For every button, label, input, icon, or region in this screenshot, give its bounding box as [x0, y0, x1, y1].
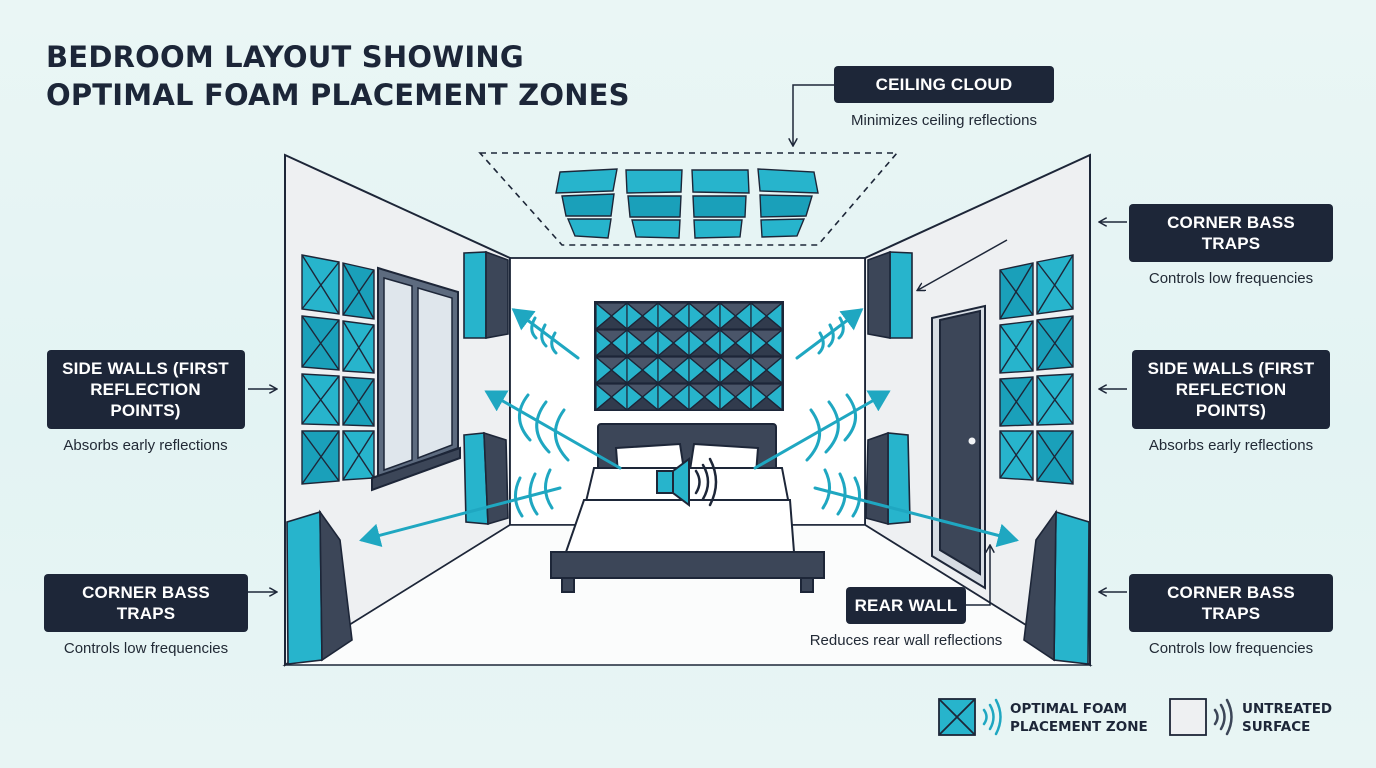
corner-bass-traps-left-label: CORNER BASS TRAPS: [44, 574, 248, 632]
legend-swatch-untreated: [1169, 698, 1233, 736]
callout-ceiling-cloud: CEILING CLOUD Minimizes ceiling reflecti…: [834, 66, 1054, 129]
right-corner-bass-traps: [865, 250, 1090, 665]
bed-frame: [550, 551, 825, 579]
corner-bass-traps-top-right-label: CORNER BASS TRAPS: [1129, 204, 1333, 262]
ceiling-cloud-label: CEILING CLOUD: [834, 66, 1054, 103]
legend-swatch-treated: [938, 698, 1002, 736]
left-foam-row-1: [301, 254, 375, 320]
pointer-rear-wall: [965, 546, 990, 606]
right-wall-foam-panels: [999, 254, 1074, 485]
callout-rear-wall: REAR WALL Reduces rear wall reflections: [800, 587, 1012, 649]
side-walls-right-description: Absorbs early reflections: [1148, 437, 1314, 454]
ceiling-cloud-dashed-outline: [478, 152, 899, 246]
legend-untreated-line-2: SURFACE: [1242, 719, 1311, 735]
legend-treated-line-2: PLACEMENT ZONE: [1010, 719, 1148, 735]
left-corner-bass-traps: [286, 250, 509, 665]
callout-side-walls-left: SIDE WALLS (FIRST REFLECTION POINTS) Abs…: [44, 350, 247, 454]
rear-wall-label: REAR WALL: [845, 587, 967, 624]
callout-side-walls-right: SIDE WALLS (FIRST REFLECTION POINTS) Abs…: [1129, 350, 1333, 454]
corner-bass-traps-left-description: Controls low frequencies: [63, 640, 229, 657]
ceiling-panel-1: [555, 168, 618, 239]
callout-corner-bass-traps-right: CORNER BASS TRAPS Controls low frequenci…: [1129, 574, 1333, 657]
back-wall-tiles: [594, 302, 783, 411]
right-foam-row-3: [999, 373, 1074, 427]
left-foam-row-4: [301, 430, 375, 485]
side-walls-left-description: Absorbs early reflections: [63, 437, 228, 454]
legend-treated-label: OPTIMAL FOAM PLACEMENT ZONE: [1010, 700, 1148, 736]
sound-wave-arrow-icon: [813, 468, 1019, 548]
right-foam-row-4: [999, 430, 1074, 485]
legend-untreated-line-1: UNTREATED: [1242, 701, 1333, 717]
title-line-1: BEDROOM LAYOUT SHOWING: [46, 40, 524, 74]
right-foam-row-1: [999, 254, 1074, 320]
speaker-icon: [656, 457, 718, 507]
ceiling-foam-panels: [555, 168, 819, 239]
sound-wave-arrow-icon: [511, 308, 580, 360]
corner-bass-traps-right-description: Controls low frequencies: [1148, 640, 1314, 657]
window-icon: [371, 266, 461, 492]
callout-pointers: [248, 84, 1127, 606]
door-icon: [931, 304, 986, 590]
callout-corner-bass-traps-left: CORNER BASS TRAPS Controls low frequenci…: [44, 574, 248, 657]
pointer-corner-top-right-diag: [918, 239, 1008, 290]
sound-wave-arrow-icon: [753, 390, 891, 470]
back-wall-foam-grid: [594, 301, 784, 411]
left-foam-row-2: [301, 315, 375, 374]
bass-trap-right-floor: [1053, 510, 1090, 665]
callout-corner-bass-traps-top-right: CORNER BASS TRAPS Controls low frequenci…: [1129, 204, 1333, 287]
sound-wave-arrow-icon: [359, 468, 562, 548]
title-line-2: OPTIMAL FOAM PLACEMENT ZONES: [46, 78, 630, 112]
rear-wall-description: Reduces rear wall reflections: [809, 632, 1003, 649]
ceiling-panel-2: [625, 169, 683, 239]
door-knob: [968, 437, 976, 445]
legend-treated-line-1: OPTIMAL FOAM: [1010, 701, 1128, 717]
sound-wave-arrow-icon: [795, 308, 864, 360]
sound-wave-arrows: [359, 308, 1019, 548]
page-title: BEDROOM LAYOUT SHOWING OPTIMAL FOAM PLAC…: [46, 38, 630, 114]
ceiling-panel-3: [691, 169, 750, 239]
pointer-ceiling-cloud: [793, 84, 834, 145]
ceiling-panel-4: [757, 168, 819, 238]
corner-bass-traps-top-right-description: Controls low frequencies: [1148, 270, 1314, 287]
ceiling-cloud-description: Minimizes ceiling reflections: [851, 112, 1037, 129]
legend-untreated-label: UNTREATED SURFACE: [1242, 700, 1332, 736]
bass-trap-right-top: [889, 251, 913, 339]
side-walls-left-label: SIDE WALLS (FIRST REFLECTION POINTS): [46, 350, 245, 429]
bed-blanket: [564, 499, 796, 553]
bass-trap-left-top: [463, 251, 487, 339]
corner-bass-traps-right-label: CORNER BASS TRAPS: [1129, 574, 1333, 632]
left-foam-row-3: [301, 373, 375, 427]
ceiling-cloud-zone: [478, 152, 899, 246]
sound-wave-arrow-icon: [484, 390, 622, 470]
bass-trap-left-floor: [286, 510, 323, 665]
right-foam-row-2: [999, 315, 1074, 374]
legend-swatches: [938, 698, 1233, 736]
side-walls-right-label: SIDE WALLS (FIRST REFLECTION POINTS): [1132, 350, 1330, 429]
